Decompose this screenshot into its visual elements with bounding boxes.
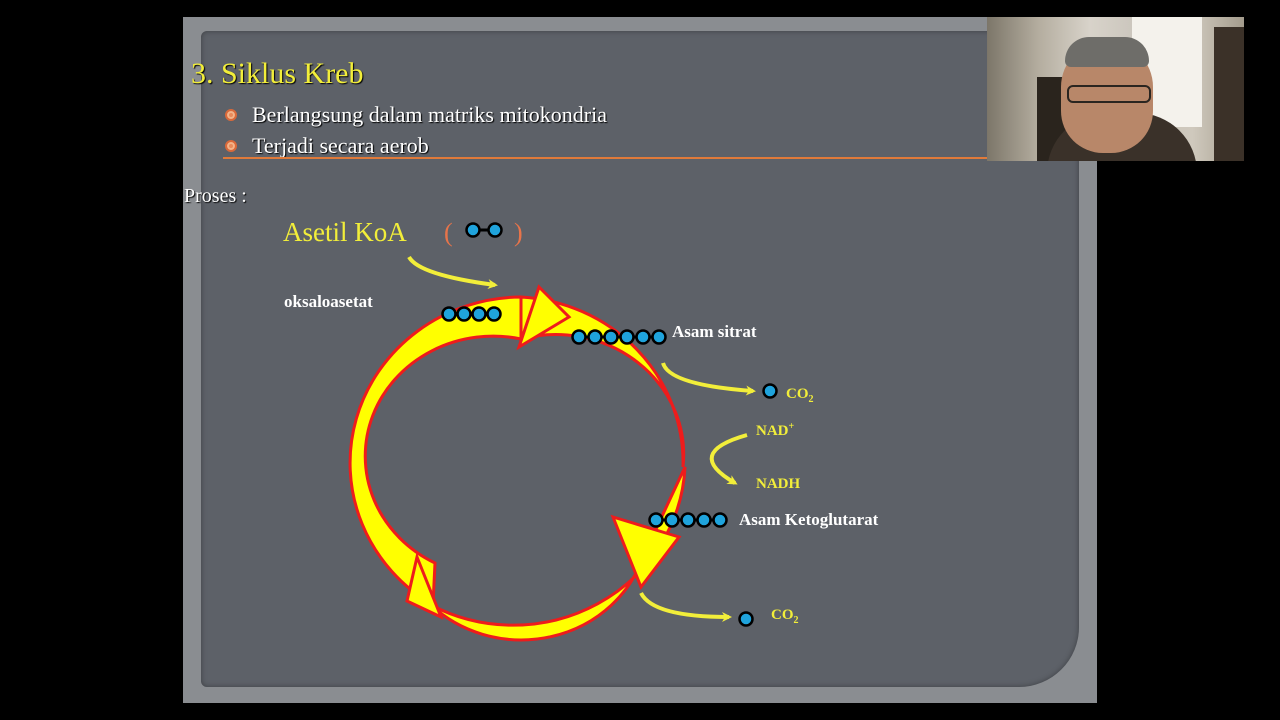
nad-label: NAD+ [756,421,795,439]
bullet-item: Terjadi secara aerob [225,130,607,161]
carbon-atom [619,329,635,345]
krebs-cycle-diagram: Asetil KoA ( ) oksaloasetat Asam sitrat … [283,217,879,642]
co2-label-2: CO2 [771,607,799,626]
slide: 3. Siklus Kreb Berlangsung dalam matriks… [183,17,1097,703]
carbon-atom [487,222,503,238]
paren-open: ( [444,218,453,247]
oksaloasetat-label: oksaloasetat [284,292,373,311]
paren-close: ) [514,218,523,247]
co2-molecule-2 [738,611,754,627]
cycle-segment-left [348,295,523,608]
proses-label: Proses : [184,185,247,207]
webcam-person-hair [1065,37,1149,67]
carbon-atom [664,512,680,528]
bullet-text: Terjadi secara aerob [252,132,429,158]
asetil-koa-label: Asetil KoA [283,217,407,247]
carbon-atom [456,306,472,322]
asetil-molecules [465,222,503,238]
bullet-item: Berlangsung dalam matriks mitokondria [225,99,607,130]
co2-molecule-1 [762,383,778,399]
entry-arrow [407,255,498,290]
bullet-icon [225,139,237,152]
bullet-text: Berlangsung dalam matriks mitokondria [252,101,607,127]
cycle-arrowhead-bottom [405,551,444,620]
cycle-arrowhead-top [516,284,572,351]
co2-arrow-2 [639,591,732,622]
carbon-atom [603,329,619,345]
title-divider [223,157,1053,159]
webcam-person-glasses [1067,85,1151,103]
slide-title: 3. Siklus Kreb [191,57,364,90]
carbon-atom [471,306,487,322]
carbon-atom [762,383,778,399]
carbon-atom [648,512,664,528]
cycle-arrowhead-right [610,514,682,591]
nad-arrow [709,433,748,485]
carbon-atom [635,329,651,345]
co2-arrow-1 [661,362,756,396]
carbon-atom [680,512,696,528]
asam-ketoglutarat-label: Asam Ketoglutarat [739,510,879,529]
asam-sitrat-molecules [571,329,667,345]
webcam-video [987,17,1244,161]
asam-ketoglutarat-molecules [648,512,728,528]
webcam-door-bg [1214,27,1244,161]
carbon-atom [651,329,667,345]
carbon-atom [465,222,481,238]
oksaloasetat-molecules [441,306,502,322]
carbon-atom [486,306,502,322]
carbon-atom [571,329,587,345]
bullet-icon [225,108,237,121]
carbon-atom [738,611,754,627]
asam-sitrat-label: Asam sitrat [672,322,757,341]
nadh-label: NADH [756,476,800,492]
carbon-atom [587,329,603,345]
co2-label-1: CO2 [786,386,814,405]
cycle-ring [348,284,687,642]
carbon-atom [696,512,712,528]
carbon-atom [712,512,728,528]
bullet-list: Berlangsung dalam matriks mitokondria Te… [225,99,607,161]
carbon-atom [441,306,457,322]
